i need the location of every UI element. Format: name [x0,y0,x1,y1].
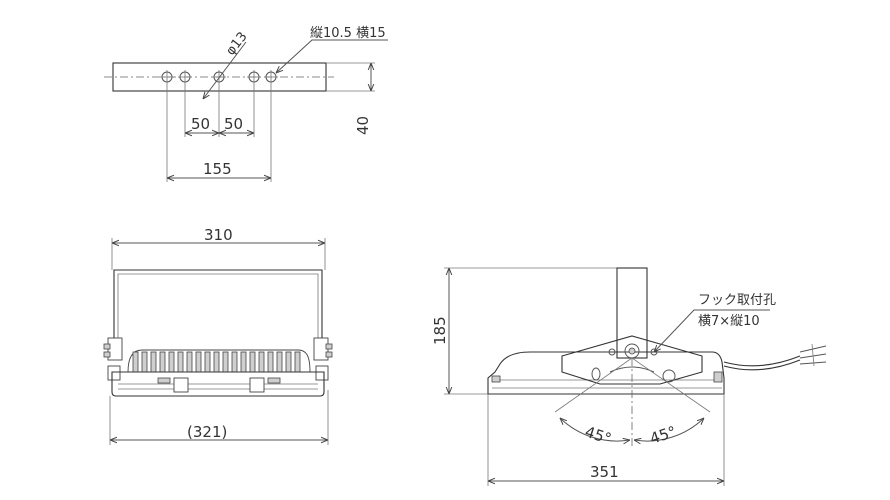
tilt-arc-right [634,418,704,441]
mounting-hole [160,70,174,84]
top-width-label: 310 [204,226,233,244]
base-tab-right [249,377,265,393]
base-tab-left [173,377,189,393]
adjust-knob [662,369,676,383]
side-height-label: 185 [431,316,449,345]
hole-diameter-leader [203,41,247,99]
bottom-width-label: (321) [187,423,227,441]
angle-right-label: 45° [648,422,679,447]
mounting-hole [247,70,261,84]
fixture-body [487,351,725,395]
heatsink-fins [132,351,301,373]
mounting-slot [264,70,278,84]
fixture-base [111,371,325,397]
hook-hole-title: フック取付孔 [698,293,776,308]
slot-size-leader [276,39,388,73]
spacing-right-label: 50 [224,115,243,133]
front-view: 310 [103,226,333,445]
angle-left-label: 45° [583,423,614,448]
hook-hole-size: 横7×縦10 [698,314,760,329]
yoke-frame [113,269,323,348]
side-view: 185 フック取付孔 横7×縦10 [431,267,827,486]
bracket-height-label: 40 [354,116,372,135]
tilt-limit-right [631,357,711,413]
mounting-hole [178,70,192,84]
tilt-limit-left [554,357,633,413]
side-clamp-right [313,337,333,381]
power-cable [723,343,827,371]
hole-diameter-label: φ13 [223,29,250,58]
bracket-top-view: φ13 縦10.5 横15 50 50 155 40 [104,26,388,182]
side-clamp-left [103,337,123,381]
tilt-arc-left [560,418,630,441]
hook-hole-leader [654,309,770,352]
outer-span-label: 155 [203,160,232,178]
slot-size-label: 縦10.5 横15 [310,26,386,41]
overall-length-label: 351 [590,463,619,481]
hinge-bracket [561,335,703,385]
adjust-slot [591,367,601,381]
spacing-left-label: 50 [191,115,210,133]
bracket-plate [112,62,327,92]
